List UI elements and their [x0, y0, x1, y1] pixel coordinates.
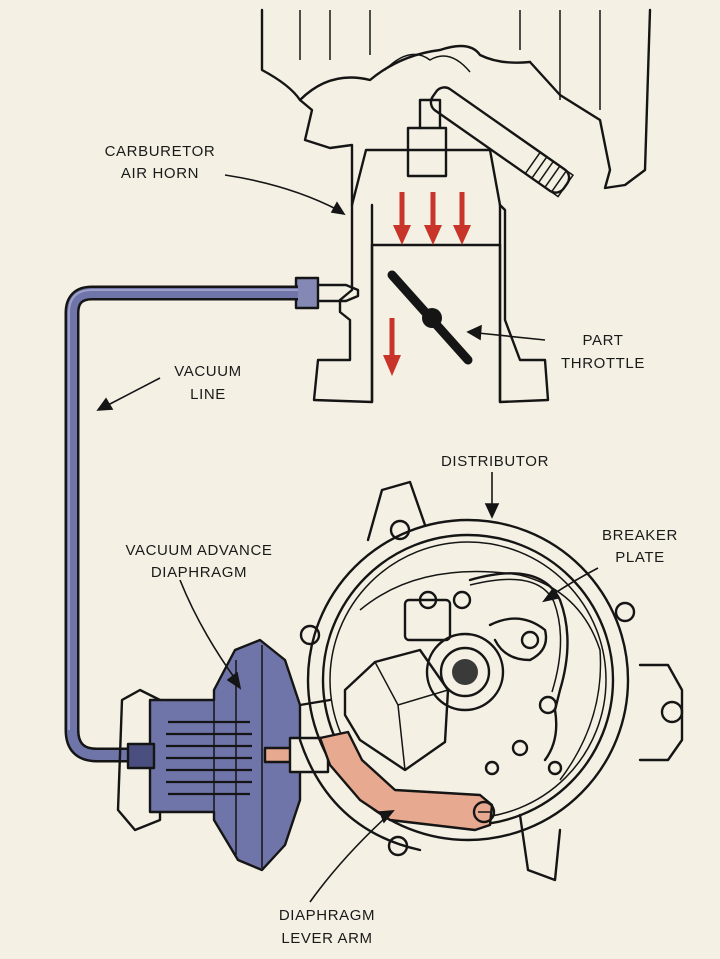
diaphragm-lever-arm [318, 730, 496, 832]
labels: CARBURETOR AIR HORN PART THROTTLE VACUUM… [105, 143, 678, 947]
throttle-label-line2: THROTTLE [561, 355, 645, 372]
carburetor [260, 8, 652, 404]
arrow-down-icon [453, 192, 471, 245]
arrow-down-icon [424, 192, 442, 245]
vacuum-line [64, 285, 298, 763]
leader-lines [96, 174, 599, 903]
vacuum-line-label-line1: VACUUM [174, 363, 242, 380]
distributor-label: DISTRIBUTOR [441, 453, 549, 470]
arrow-down-icon [383, 318, 401, 376]
arrow-down-icon [393, 192, 411, 245]
throttle-plate-icon [387, 270, 473, 365]
airflow-arrows [383, 192, 471, 376]
vacuum-line-label-line2: LINE [190, 386, 226, 403]
lever-arm-label-line1: DIAPHRAGM [279, 907, 375, 924]
diaphragm-label-line1: VACUUM ADVANCE [125, 542, 272, 559]
carburetor-label-line2: AIR HORN [121, 165, 199, 182]
throttle-label-line1: PART [582, 332, 623, 349]
diaphragm-label-line2: DIAPHRAGM [151, 564, 247, 581]
vacuum-advance-unit [116, 638, 330, 872]
breaker-plate-label-line2: PLATE [615, 549, 664, 566]
lever-arm-label-line2: LEVER ARM [281, 930, 372, 947]
breaker-plate-label-line1: BREAKER [602, 527, 678, 544]
distributor [298, 480, 684, 882]
carburetor-label-line1: CARBURETOR [105, 143, 216, 160]
